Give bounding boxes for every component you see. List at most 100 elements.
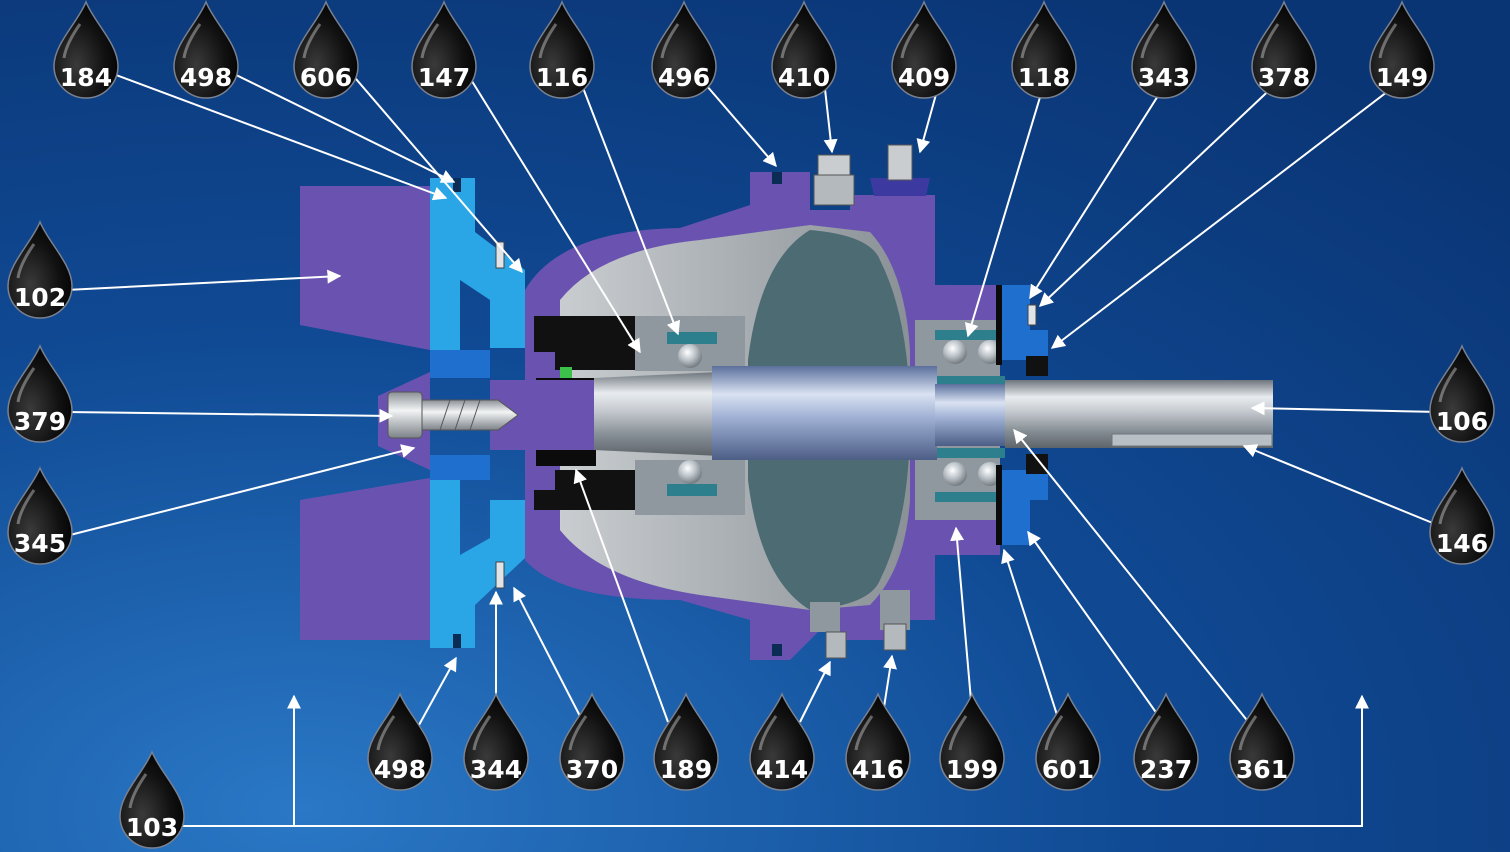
inboard-bearing-ball-top xyxy=(678,344,702,368)
leader-103 xyxy=(176,694,1369,827)
leader-118 xyxy=(964,83,1045,338)
drain-stub xyxy=(880,590,910,630)
callout-label: 184 xyxy=(60,63,112,92)
end-gasket-bottom xyxy=(996,465,1002,545)
oil-drop-icon xyxy=(1369,0,1435,99)
oil-drop-icon xyxy=(1011,0,1077,99)
callout-label: 361 xyxy=(1236,755,1288,784)
shaft-bearing-journal xyxy=(935,384,1010,446)
callout-414: 414 xyxy=(749,691,815,791)
callout-344: 344 xyxy=(463,691,529,791)
callout-label: 103 xyxy=(126,813,178,842)
callout-410: 410 xyxy=(771,0,837,99)
callout-label: 498 xyxy=(180,63,232,92)
oil-drop-icon xyxy=(1133,691,1199,791)
grease-fitting xyxy=(887,144,913,181)
pin-top xyxy=(495,241,505,269)
oil-drop-icon xyxy=(653,691,719,791)
callout-label: 344 xyxy=(470,755,522,784)
callout-label: 370 xyxy=(566,755,618,784)
callout-361: 361 xyxy=(1229,691,1295,791)
leader-410 xyxy=(823,79,838,154)
callout-label: 345 xyxy=(14,529,66,558)
oil-drop-icon xyxy=(53,0,119,99)
callout-498: 498 xyxy=(173,0,239,99)
shaft-key xyxy=(1111,433,1273,447)
leader-496 xyxy=(699,77,777,168)
end-gasket-top xyxy=(996,285,1002,365)
oil-drop-icon xyxy=(1229,691,1295,791)
leader-345 xyxy=(65,444,416,537)
end-cover-lower xyxy=(1000,470,1048,545)
leader-147 xyxy=(469,77,641,354)
leader-146 xyxy=(1242,444,1441,527)
casing-upper-inner xyxy=(430,350,490,378)
pump-assembly xyxy=(300,144,1273,660)
callout-label: 414 xyxy=(756,755,808,784)
shaft-tapered-end xyxy=(594,372,720,456)
leader-601 xyxy=(1001,548,1059,719)
leader-343 xyxy=(1029,79,1169,300)
callout-label: 199 xyxy=(946,755,998,784)
callout-label: 102 xyxy=(14,283,66,312)
leader-361 xyxy=(1013,428,1251,725)
oil-drop-icon xyxy=(293,0,359,99)
oil-drop-icon xyxy=(651,0,717,99)
leader-149 xyxy=(1050,81,1401,349)
callout-label: 237 xyxy=(1140,755,1192,784)
oil-drop-icon xyxy=(367,691,433,791)
casing-lower-inner xyxy=(430,455,490,480)
lip-seal-bottom xyxy=(1026,454,1048,474)
callout-label: 116 xyxy=(536,63,588,92)
callout-label: 189 xyxy=(660,755,712,784)
casing-lower xyxy=(430,478,525,648)
oil-drop-icon xyxy=(559,691,625,791)
outboard-bearing-ring-bot xyxy=(935,492,1005,502)
leader-106 xyxy=(1250,401,1441,416)
o-ring-slot-top xyxy=(453,178,461,192)
outboard-bearing-ring-mid xyxy=(935,376,1005,386)
oil-drop-icon xyxy=(7,219,73,319)
impeller-bolt-head xyxy=(387,391,423,439)
callout-416: 416 xyxy=(845,691,911,791)
oil-drop-icon xyxy=(1429,343,1495,443)
leader-184 xyxy=(107,71,448,201)
vent-plug-thread xyxy=(813,174,855,206)
lip-seal-top xyxy=(1026,356,1048,376)
grease-fitting-cap xyxy=(870,178,930,196)
callout-345: 345 xyxy=(7,465,73,565)
outboard-ball-3 xyxy=(943,462,967,486)
suction-cover-upper xyxy=(300,186,430,350)
callout-379: 379 xyxy=(7,343,73,443)
callout-146: 146 xyxy=(1429,465,1495,565)
set-screw xyxy=(1027,304,1037,326)
casing-upper xyxy=(430,178,525,350)
shaft-center xyxy=(712,366,937,460)
leader-379 xyxy=(65,408,394,423)
oil-drop-icon xyxy=(771,0,837,99)
seal-spring-green-top xyxy=(560,367,572,379)
oil-drop-icon xyxy=(749,691,815,791)
leader-498-bottom xyxy=(413,656,457,735)
drain-slot xyxy=(772,644,782,656)
callout-label: 606 xyxy=(300,63,352,92)
oil-drop-icon xyxy=(1251,0,1317,99)
drain-plug-1 xyxy=(825,631,847,659)
callout-label: 147 xyxy=(418,63,470,92)
callout-label: 106 xyxy=(1436,407,1488,436)
oil-drop-icon xyxy=(891,0,957,99)
callout-106: 106 xyxy=(1429,343,1495,443)
leader-102 xyxy=(65,269,342,291)
callout-496: 496 xyxy=(651,0,717,99)
callout-116: 116 xyxy=(529,0,595,99)
callout-601: 601 xyxy=(1035,691,1101,791)
callout-370: 370 xyxy=(559,691,625,791)
oil-drop-icon xyxy=(463,691,529,791)
inboard-bearing-ball-bottom xyxy=(678,460,702,484)
o-ring-slot-bottom xyxy=(453,634,461,648)
oil-drop-icon xyxy=(119,749,185,849)
outboard-bearing-ring-low xyxy=(935,448,1005,458)
callout-147: 147 xyxy=(411,0,477,99)
